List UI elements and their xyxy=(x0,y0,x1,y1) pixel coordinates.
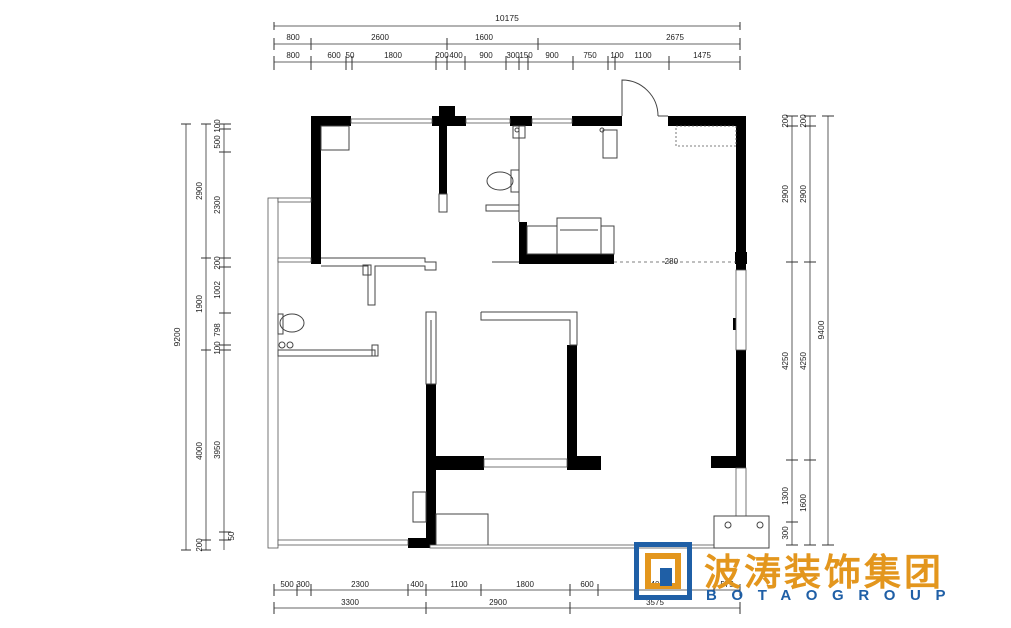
left-dim: 1002 xyxy=(213,281,222,299)
annotation-label: -280 xyxy=(662,257,679,266)
brand-logo-mark-icon xyxy=(634,542,692,600)
right-dim: 4250 xyxy=(781,352,790,370)
left-dim: 200 xyxy=(195,538,204,552)
top-total-dimension: 10175 xyxy=(495,13,519,23)
top-dim: 1600 xyxy=(475,33,493,42)
bottom-dim: 1100 xyxy=(450,580,468,589)
bottom-dim: 575 xyxy=(720,580,734,589)
top-dim: 600 xyxy=(327,51,341,60)
top-dim: 1800 xyxy=(384,51,402,60)
left-dim: 100 xyxy=(213,119,222,133)
right-dimension-chain: 200 2900 4250 1300 300 200 2900 4250 160… xyxy=(781,114,834,546)
bottom-dimension-chain: 500 300 2300 400 1100 1800 600 2400 575 … xyxy=(273,580,741,614)
bottom-dim: 600 xyxy=(580,580,594,589)
left-dim: 1900 xyxy=(195,295,204,313)
right-dim: 1300 xyxy=(781,487,790,505)
bottom-dim: 1800 xyxy=(516,580,534,589)
top-dim: 300 xyxy=(506,51,520,60)
thin-partitions: -280 xyxy=(267,79,770,549)
left-dim: 500 xyxy=(213,135,222,149)
top-dim: 800 xyxy=(286,51,300,60)
top-dim: 750 xyxy=(583,51,597,60)
right-dim: 4250 xyxy=(799,352,808,370)
top-dim: 2600 xyxy=(371,33,389,42)
top-dim: 50 xyxy=(346,51,355,60)
left-dim: 798 xyxy=(213,323,222,337)
left-dim: 200 xyxy=(213,256,222,270)
top-dim: 200 xyxy=(435,51,449,60)
top-dim: 150 xyxy=(519,51,533,60)
right-total-dimension: 9400 xyxy=(816,320,826,339)
right-dim: 2900 xyxy=(799,185,808,203)
right-dim: 2900 xyxy=(781,185,790,203)
left-dim: 2300 xyxy=(213,196,222,214)
left-dim: 100 xyxy=(213,341,222,355)
right-dim: 200 xyxy=(799,114,808,128)
walls xyxy=(268,106,747,548)
top-dim: 800 xyxy=(286,33,300,42)
bottom-dim: 3300 xyxy=(341,598,359,607)
left-dim: 4000 xyxy=(195,442,204,460)
right-dim: 300 xyxy=(781,526,790,540)
left-dim: 3950 xyxy=(213,441,222,459)
left-dimension-chain: 9200 2900 1900 4000 200 100 500 2300 200… xyxy=(172,119,236,552)
bottom-dim: 300 xyxy=(296,580,310,589)
right-dim: 200 xyxy=(781,114,790,128)
brand-logo: 波涛装饰集团 BOTAOGROUP xyxy=(634,540,994,610)
top-dim: 2675 xyxy=(666,33,684,42)
bottom-dim: 2300 xyxy=(351,580,369,589)
left-dim: 50 xyxy=(227,531,236,540)
top-dim: 900 xyxy=(545,51,559,60)
bottom-dim: 3575 xyxy=(646,598,664,607)
left-dim: 2900 xyxy=(195,182,204,200)
top-dim: 900 xyxy=(479,51,493,60)
left-total-dimension: 9200 xyxy=(172,327,182,346)
brand-name-english: BOTAOGROUP xyxy=(706,587,961,604)
brand-name-chinese: 波涛装饰集团 xyxy=(704,551,944,594)
bottom-dim: 400 xyxy=(410,580,424,589)
right-dim: 1600 xyxy=(799,494,808,512)
top-dimension-chain: 10175 800 2600 1600 2675 800 600 50 1800… xyxy=(273,13,741,70)
bottom-dim: 2900 xyxy=(489,598,507,607)
top-dim: 100 xyxy=(610,51,624,60)
top-dim: 400 xyxy=(449,51,463,60)
top-dim: 1100 xyxy=(634,51,652,60)
bottom-dim: 500 xyxy=(280,580,294,589)
top-dim: 1475 xyxy=(693,51,711,60)
